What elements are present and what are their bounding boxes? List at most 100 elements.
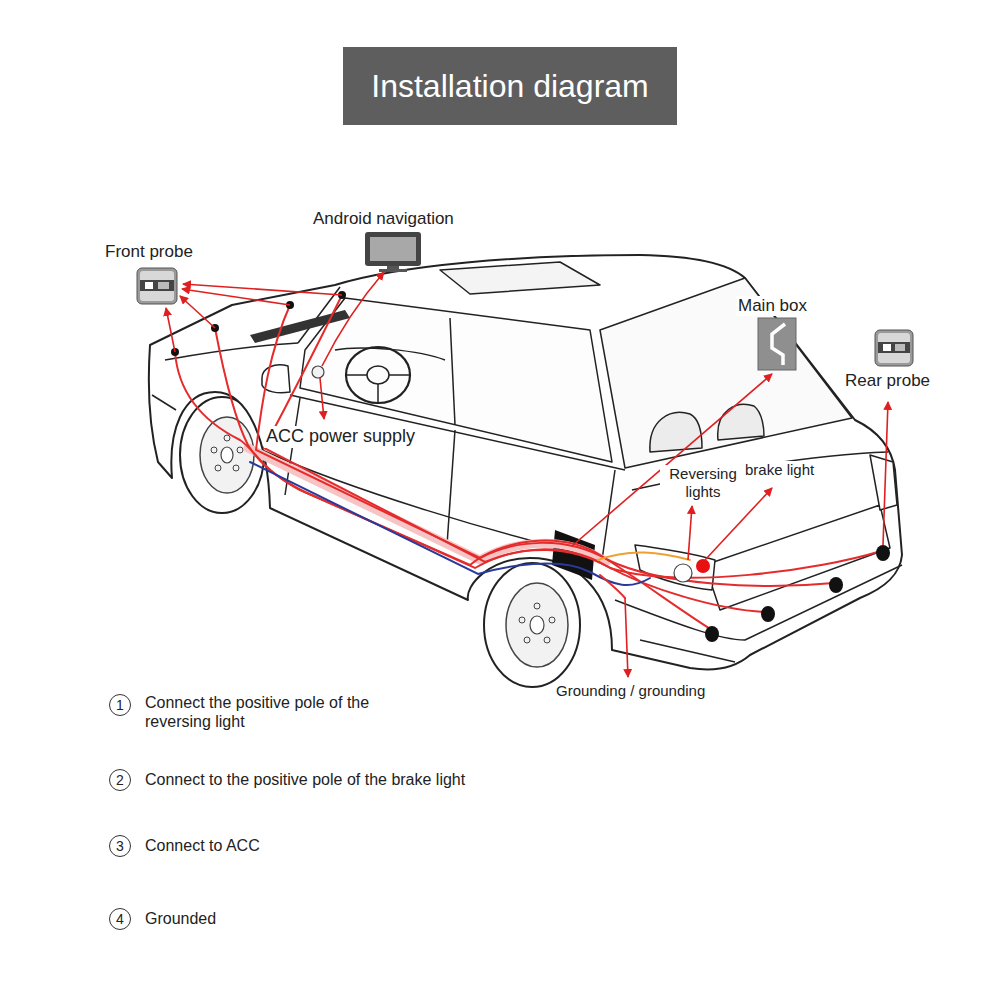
rear-sensor (705, 626, 719, 642)
steering-wheel (346, 347, 410, 403)
probe-case (875, 330, 913, 366)
part-label: Android navigation (311, 209, 456, 229)
probe-band (140, 280, 174, 291)
probe-face (140, 271, 174, 301)
callout-number: 4 (116, 912, 124, 926)
sensor-wire (175, 352, 712, 630)
instruction-text: Connect to the positive pole of the brak… (143, 770, 577, 789)
instruction-text: Grounded (143, 909, 218, 928)
bolt (211, 447, 217, 453)
main-box-icon (758, 318, 796, 370)
bolt (534, 603, 540, 609)
bolt (215, 465, 221, 471)
part-label: Front probe (103, 242, 195, 262)
leader-arrow (688, 506, 692, 560)
part-label: Reversing lights (660, 465, 746, 501)
part-label: Rear probe (843, 371, 932, 391)
acc-point (312, 366, 324, 378)
probe-window (883, 344, 891, 351)
leader-arrow (183, 284, 342, 295)
leader-arrow (883, 402, 888, 545)
leader-arrow (166, 308, 175, 352)
ground-wire (250, 462, 650, 585)
probe-face (878, 333, 910, 363)
leader-arrow (182, 289, 290, 305)
bolt (519, 617, 525, 623)
hood-seam (165, 343, 298, 360)
bolt (224, 435, 230, 441)
body-lines (152, 262, 902, 662)
leader-arrows (166, 272, 888, 677)
bolt (549, 617, 555, 623)
rear-sensor (829, 577, 843, 593)
rear-sensor (876, 545, 890, 561)
instruction-text: Connect the positive pole of the reversi… (143, 693, 427, 731)
probe-case (137, 268, 177, 304)
probe-window (158, 282, 169, 289)
rear-wheel (484, 563, 580, 687)
rear-window (600, 278, 852, 468)
screen (370, 237, 416, 261)
leader-arrow (625, 598, 628, 677)
wheel-spokes (346, 375, 410, 403)
leader-arrow (180, 296, 215, 328)
sunroof (440, 262, 600, 294)
sensor-wire (256, 305, 834, 586)
title-text: Installation diagram (371, 68, 648, 105)
navigation-icon (365, 232, 421, 272)
sensors (171, 291, 890, 642)
bolt (233, 465, 239, 471)
callout-circle: 4 (109, 908, 131, 930)
title-banner: Installation diagram (343, 47, 677, 125)
bolt (544, 637, 550, 643)
ground-lead (600, 575, 625, 598)
bolt (237, 447, 243, 453)
bolt (524, 637, 530, 643)
callout-number: 3 (116, 839, 124, 853)
box-logo (772, 324, 785, 365)
headrest (718, 404, 764, 440)
hub (530, 616, 544, 634)
bumper-lower (640, 640, 735, 662)
tire (484, 563, 580, 687)
rim (200, 417, 254, 493)
box-case (758, 318, 796, 370)
probe-window (895, 344, 905, 351)
rim (506, 583, 568, 667)
instruction-text: Connect to ACC (143, 836, 262, 855)
rear-sensor (761, 606, 775, 622)
reverse-bulb (674, 564, 692, 582)
callout-number: 2 (116, 773, 124, 787)
probe-band (878, 342, 910, 353)
sensor-wire (264, 295, 881, 578)
rear-probe-icon (875, 330, 913, 366)
wheel-rim (346, 347, 410, 403)
callout-circle: 1 (109, 694, 131, 716)
part-label: ACC power supply (264, 426, 417, 448)
leader-arrow (320, 378, 324, 419)
hood-vent (250, 310, 350, 343)
callout-circle: 3 (109, 835, 131, 857)
b-pillar (450, 318, 455, 425)
leader-arrow (322, 272, 384, 366)
plate-recess (705, 505, 890, 610)
part-label: Main box (736, 296, 809, 316)
wire-loom (248, 448, 606, 562)
probe-window (145, 282, 153, 289)
tail-light (870, 455, 897, 510)
bumper-line (152, 395, 176, 410)
brake-bulb (696, 559, 710, 573)
wiring (175, 295, 881, 630)
wheel-hub (367, 366, 389, 384)
hub (221, 447, 233, 463)
car-body (149, 255, 902, 669)
signal-wire (598, 552, 690, 560)
callout-circle: 2 (109, 769, 131, 791)
screen-frame (365, 232, 421, 266)
part-label: brake light (743, 461, 816, 479)
front-probe-icon (137, 268, 177, 304)
door-line (447, 430, 455, 545)
headrest (650, 413, 702, 452)
callout-number: 1 (116, 698, 124, 712)
